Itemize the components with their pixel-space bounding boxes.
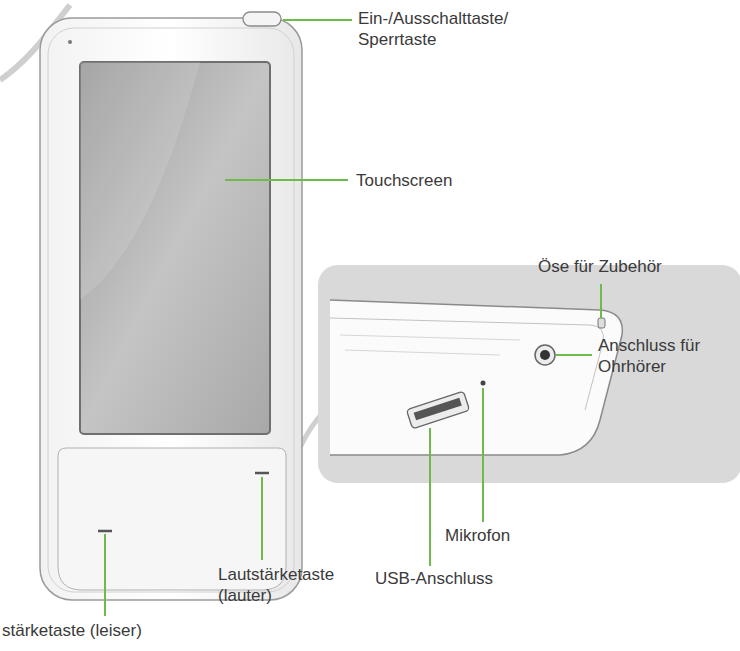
part-label: Anschluss für Ohrhörer [598,335,728,377]
earphone-jack-hole [540,350,550,360]
leader-line [104,534,106,616]
surface-line [340,335,520,355]
leader-line [261,477,263,560]
usb-port-inner [414,398,462,420]
earphone-jack [535,345,555,365]
part-label: stärketaste (leiser) [2,620,142,641]
leader-line [482,388,484,522]
leader-line [283,19,352,21]
volume-up-key [255,472,269,475]
device-bottom-edge [330,318,603,410]
device-edge [48,28,294,592]
leader-line [429,428,431,566]
usb-port [406,391,469,429]
part-label: Ein-/Ausschalttaste/ Sperrtaste [358,8,558,50]
leader-line [225,179,348,181]
leader-line [556,354,592,356]
indicator [68,40,72,44]
strap-eyelet [598,318,605,328]
device-body [40,18,302,600]
part-label: Touchscreen [356,170,452,191]
touchscreen [80,62,270,434]
device-bottom-detail [330,300,622,455]
part-label: Lautstärketaste (lauter) [218,564,368,606]
microphone-hole [481,381,486,386]
screen-glare [80,62,200,300]
detail-inset [318,265,740,483]
leader-line [600,284,602,318]
part-label: Mikrofon [445,525,510,546]
part-label: Öse für Zubehör [538,256,662,277]
part-label: USB-Anschluss [375,568,493,589]
volume-down-key [98,530,112,533]
power-button [243,12,281,26]
